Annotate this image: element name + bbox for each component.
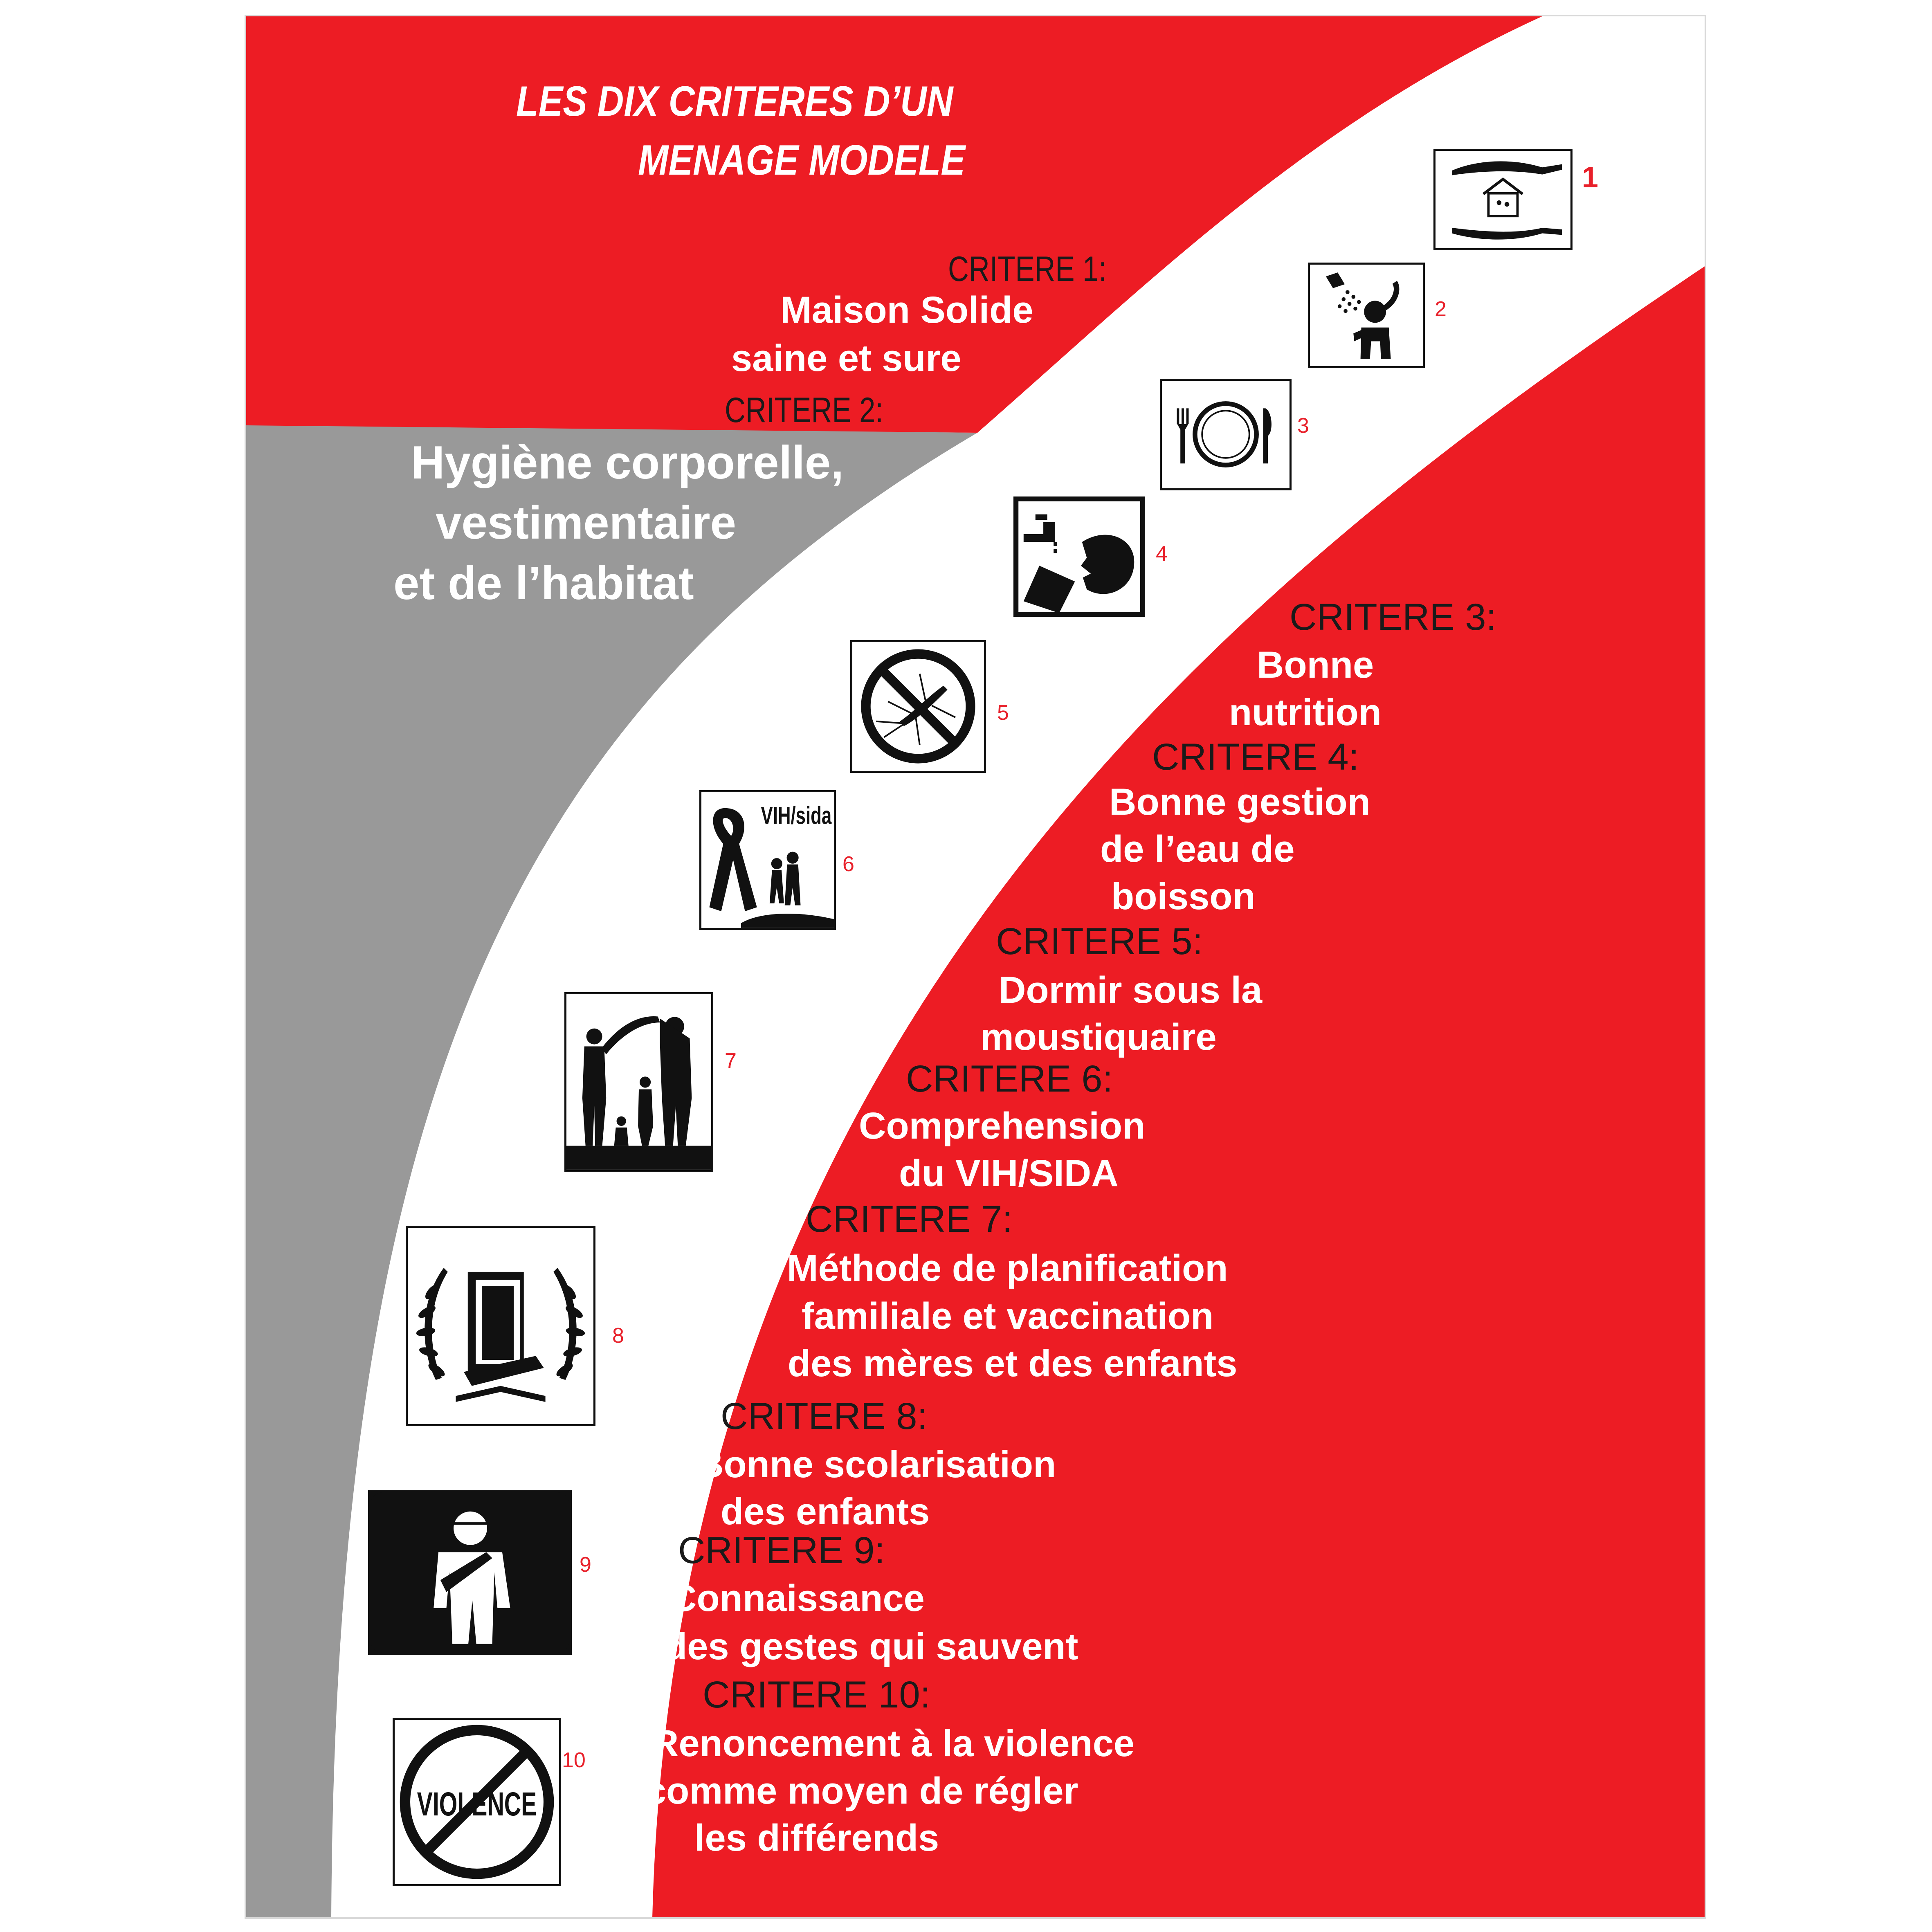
criterion-3-label: CRITERE 3:: [1289, 596, 1497, 638]
criterion-7-number: 7: [725, 1049, 737, 1073]
criterion-3-text-line-1: Bonne: [1257, 644, 1374, 686]
shower-icon: [1308, 263, 1425, 368]
criterion-9-text-line-2: des gestes qui sauvent: [664, 1626, 1078, 1667]
criterion-1-text-line-1: Maison Solide: [780, 289, 1033, 331]
criterion-4-text-line-2: de l’eau de: [1100, 828, 1295, 870]
red-top-band: [245, 16, 1544, 433]
criterion-5-number: 5: [997, 701, 1009, 725]
criterion-5-text-line-1: Dormir sous la: [999, 969, 1263, 1011]
criterion-9-number: 9: [580, 1553, 591, 1577]
criterion-10-text-line-2: comme moyen de régler: [645, 1770, 1078, 1812]
criterion-2-text-line-2: vestimentaire: [436, 497, 737, 549]
criterion-3-number: 3: [1297, 414, 1309, 438]
criterion-10-number: 10: [562, 1748, 586, 1772]
criterion-5-label: CRITERE 5:: [996, 921, 1203, 962]
criterion-7-label: CRITERE 7:: [806, 1198, 1013, 1240]
gray-band: [245, 425, 977, 1918]
criterion-7-text-line-2: familiale et vaccination: [802, 1295, 1214, 1337]
criterion-4-text-line-3: boisson: [1111, 876, 1256, 917]
family-icon: [564, 992, 713, 1172]
criterion-6-label: CRITERE 6:: [906, 1058, 1113, 1100]
title-line-1: LES DIX CRITERES D’UN: [516, 78, 953, 125]
criterion-1-number: 1: [1582, 161, 1599, 194]
criterion-1-label: CRITERE 1:: [948, 249, 1107, 289]
criterion-8-number: 8: [612, 1324, 624, 1348]
criterion-5-text-line-2: moustiquaire: [980, 1016, 1217, 1058]
criterion-8-label: CRITERE 8:: [721, 1395, 928, 1437]
criterion-10-label: CRITERE 10:: [703, 1674, 931, 1716]
criterion-4-text-line-1: Bonne gestion: [1109, 781, 1370, 823]
criterion-10-text-line-1: Renoncement à la violence: [651, 1723, 1135, 1764]
criterion-4-number: 4: [1156, 542, 1168, 566]
plate-cutlery-icon: [1160, 379, 1292, 490]
drinking-water-icon: [1013, 496, 1145, 617]
criterion-7-text-line-1: Méthode de planification: [787, 1247, 1228, 1289]
criterion-1-text-line-2: saine et sure: [731, 337, 962, 379]
criterion-2-text-line-3: et de l’habitat: [393, 557, 694, 609]
first-aid-person-icon: [368, 1490, 572, 1655]
criterion-10-text-line-3: les différends: [694, 1817, 939, 1859]
hiv-ribbon-text: VIH/sida: [761, 802, 832, 829]
criterion-2-text-line-1: Hygiène corporelle,: [411, 437, 844, 489]
red-right-band: [652, 266, 1705, 1918]
criterion-6-text-line-1: Comprehension: [859, 1105, 1146, 1147]
house-hands-icon: [1433, 149, 1573, 250]
criterion-2-number: 2: [1435, 297, 1447, 321]
hiv-ribbon-icon: VIH/sida: [699, 790, 836, 930]
criterion-7-text-line-3: des mères et des enfants: [788, 1343, 1238, 1384]
criterion-2-label: CRITERE 2:: [725, 391, 883, 430]
criterion-8-text-line-1: Bonne scolarisation: [696, 1444, 1056, 1485]
criterion-9-label: CRITERE 9:: [678, 1530, 885, 1571]
page-border: [245, 15, 1706, 1919]
criterion-6-text-line-2: du VIH/SIDA: [899, 1152, 1119, 1194]
no-violence-icon: VIOLENCE: [393, 1718, 561, 1886]
no-mosquito-icon: [850, 640, 986, 773]
criterion-9-text-line-1: Connaissance: [669, 1577, 925, 1619]
criterion-8-text-line-2: des enfants: [721, 1491, 930, 1532]
criterion-6-number: 6: [842, 852, 854, 876]
criterion-3-text-line-2: nutrition: [1229, 692, 1382, 733]
books-laurel-icon: [406, 1226, 595, 1426]
criterion-4-label: CRITERE 4:: [1152, 736, 1359, 778]
title-line-2: MENAGE MODELE: [638, 137, 966, 184]
